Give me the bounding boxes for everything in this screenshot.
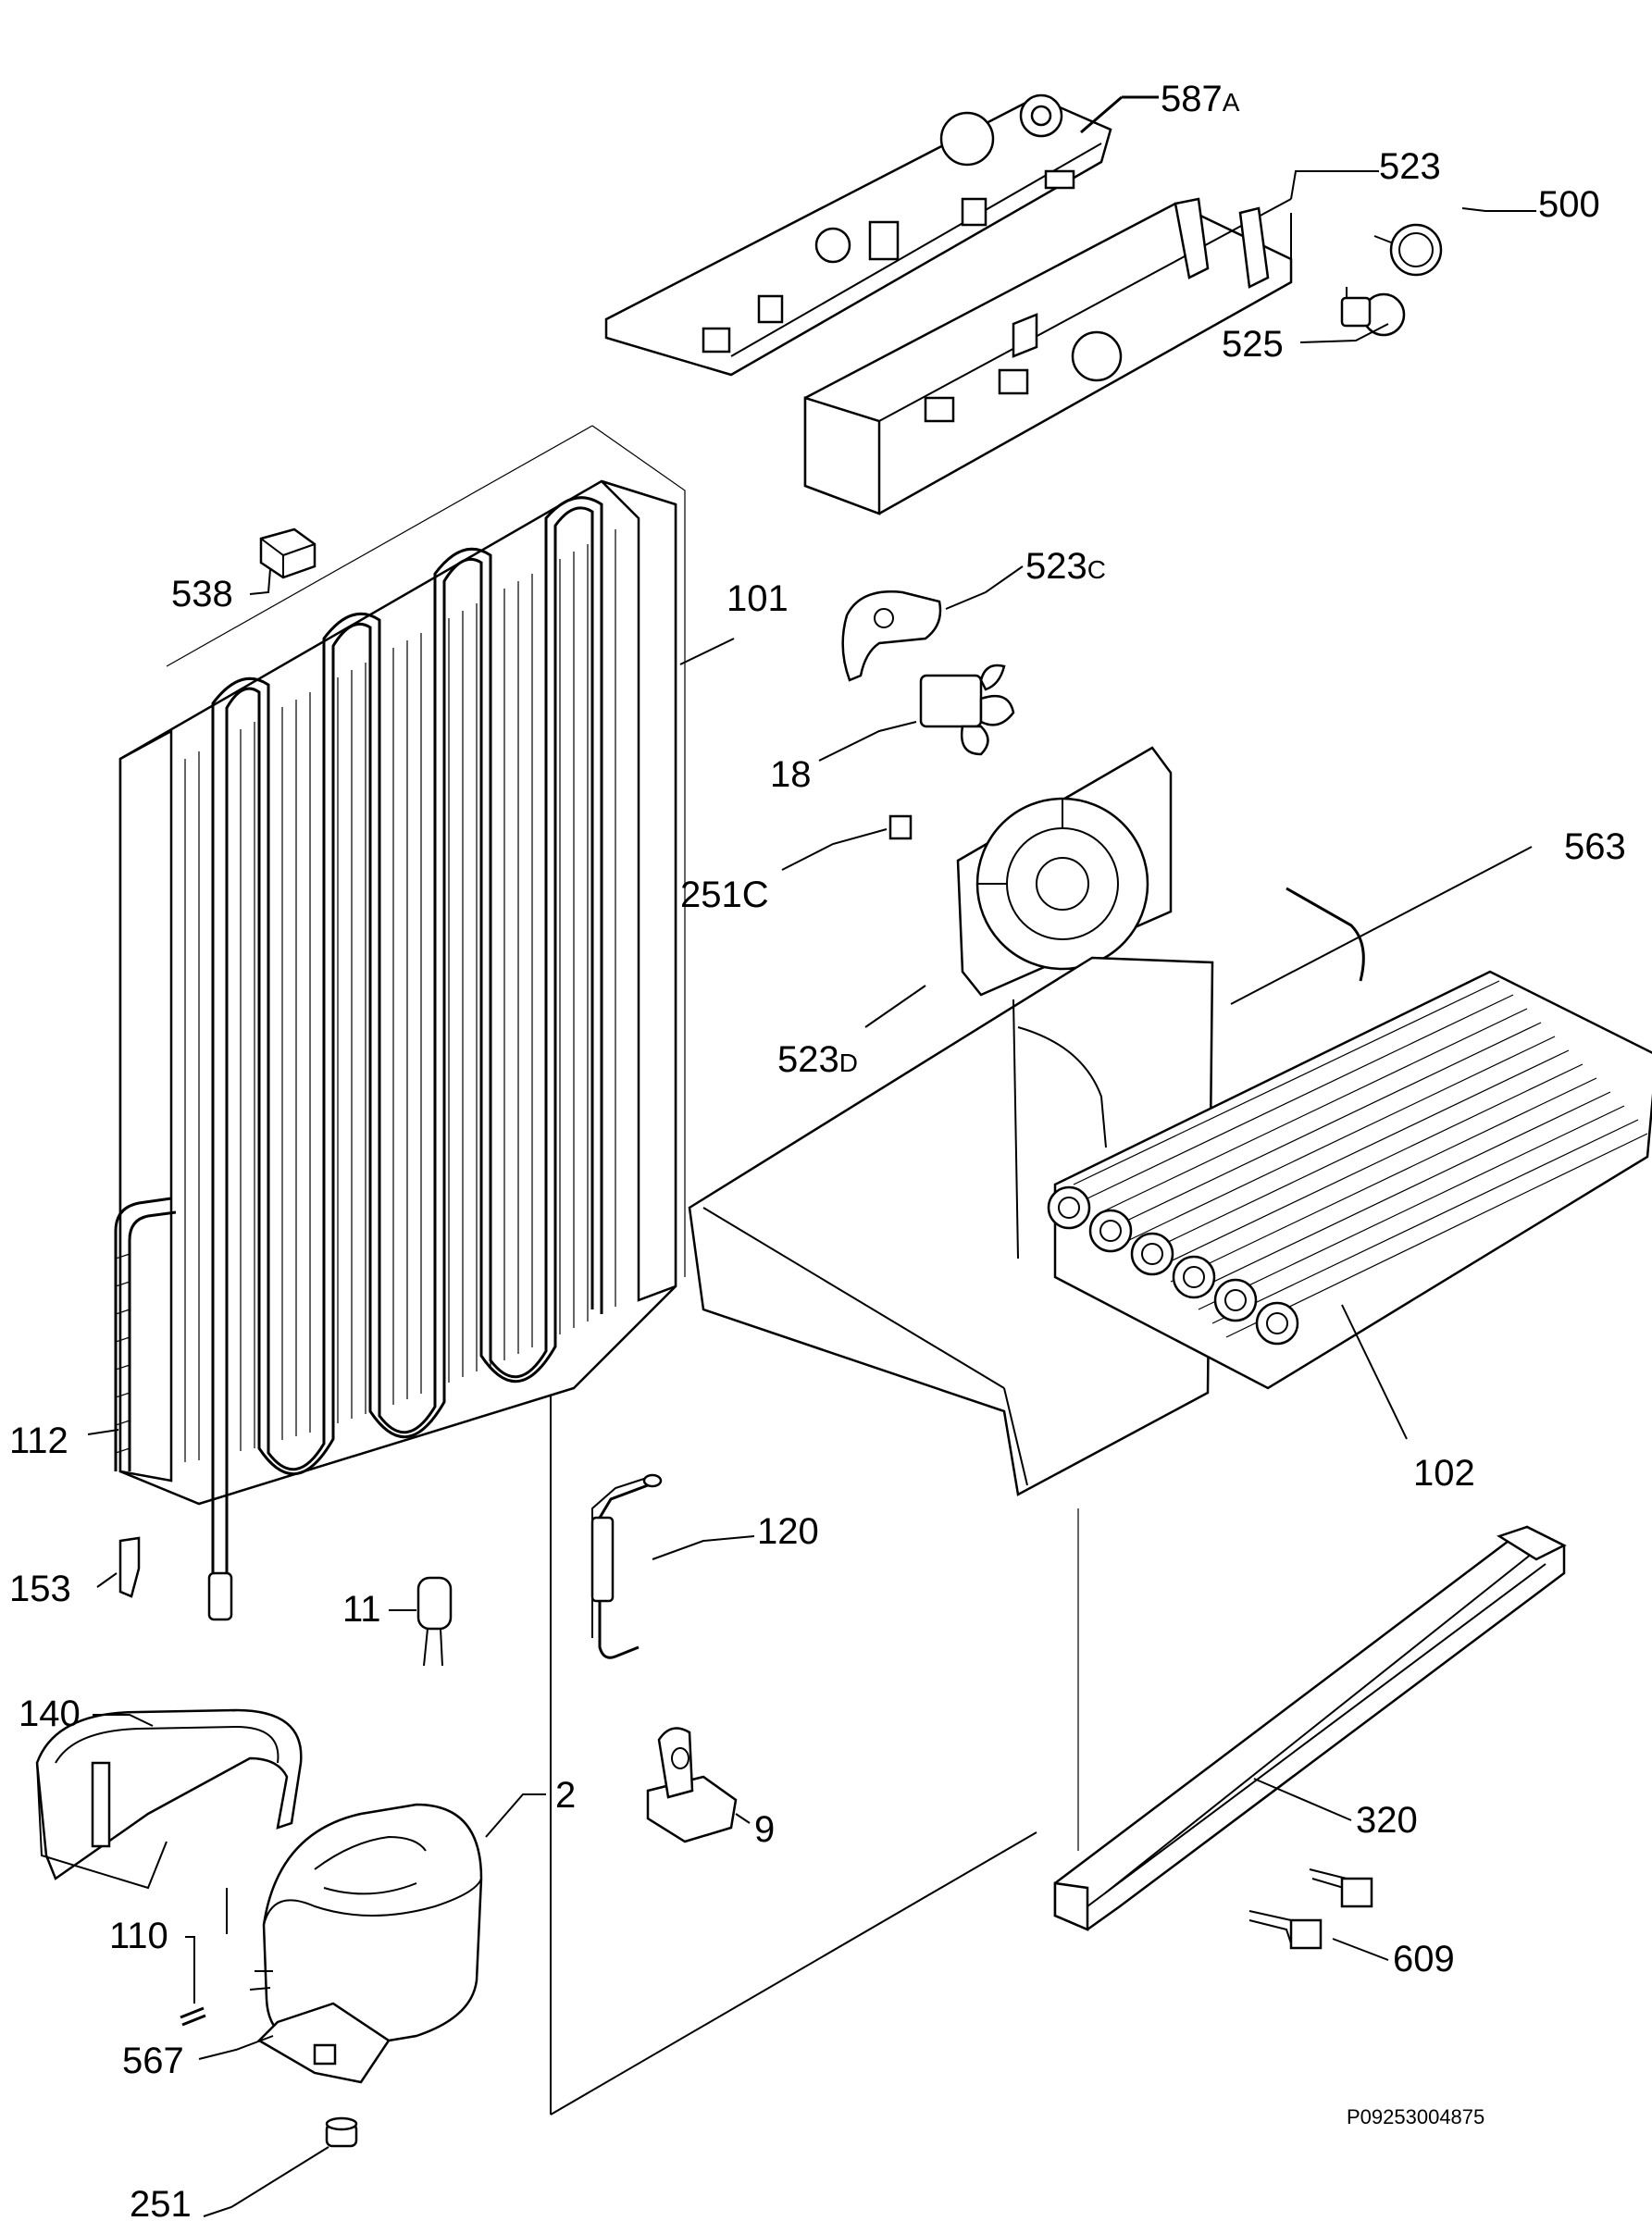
cabinet-outline bbox=[166, 425, 1079, 2116]
component-11 bbox=[416, 1576, 453, 1667]
label-251: 251 bbox=[130, 2184, 192, 2221]
evaporator-563 bbox=[688, 887, 1652, 1496]
drip-tray-140 bbox=[35, 1708, 303, 1890]
housing-523 bbox=[803, 197, 1293, 515]
label-567: 567 bbox=[122, 2041, 184, 2081]
label-110: 110 bbox=[109, 1916, 168, 1956]
control-board-587a bbox=[604, 93, 1112, 377]
label-523c: 523C bbox=[1025, 546, 1106, 587]
label-587a: 587A bbox=[1161, 79, 1240, 119]
label-538: 538 bbox=[171, 574, 233, 614]
bracket-9 bbox=[646, 1727, 738, 1843]
reference-number: P09253004875 bbox=[1347, 2105, 1484, 2128]
bracket-538 bbox=[259, 527, 317, 579]
evaporator-fins bbox=[1073, 980, 1648, 1338]
drain-tube-112 bbox=[114, 1197, 177, 1471]
label-609: 609 bbox=[1393, 1939, 1455, 1979]
foot-251 bbox=[325, 2116, 358, 2148]
label-102: 102 bbox=[1413, 1453, 1475, 1494]
label-140: 140 bbox=[19, 1694, 81, 1734]
knob-500 bbox=[1373, 223, 1443, 277]
cover-523c bbox=[841, 590, 942, 682]
label-101: 101 bbox=[727, 578, 789, 619]
leader-lines bbox=[87, 95, 1536, 2217]
label-523d: 523D bbox=[777, 1039, 858, 1080]
strip-320 bbox=[1053, 1525, 1567, 1931]
label-153: 153 bbox=[9, 1569, 71, 1609]
label-11: 11 bbox=[342, 1589, 381, 1630]
part-labels: 587A 523 500 525 538 101 523C 18 251C 56… bbox=[9, 79, 1626, 2221]
clip-153 bbox=[118, 1536, 141, 1598]
label-120: 120 bbox=[757, 1511, 819, 1552]
label-112: 112 bbox=[9, 1421, 68, 1461]
compressor-2 bbox=[249, 1803, 483, 2084]
label-9: 9 bbox=[754, 1809, 775, 1850]
label-251c: 251C bbox=[680, 875, 769, 915]
pin-110 bbox=[180, 1888, 228, 2027]
label-525: 525 bbox=[1222, 324, 1284, 365]
lamp-525 bbox=[1340, 287, 1406, 337]
label-320: 320 bbox=[1356, 1800, 1418, 1841]
label-563: 563 bbox=[1564, 826, 1626, 867]
fan-cover-523d bbox=[956, 746, 1173, 997]
fan-motor-18 bbox=[919, 664, 1015, 756]
label-523: 523 bbox=[1379, 146, 1441, 187]
condenser-101 bbox=[118, 479, 677, 1621]
label-500: 500 bbox=[1538, 184, 1600, 225]
label-18: 18 bbox=[770, 754, 812, 795]
cable-609 bbox=[1248, 1868, 1373, 1950]
bushing-251c bbox=[888, 814, 913, 840]
heater-120 bbox=[590, 1473, 663, 1659]
label-2: 2 bbox=[555, 1775, 576, 1816]
